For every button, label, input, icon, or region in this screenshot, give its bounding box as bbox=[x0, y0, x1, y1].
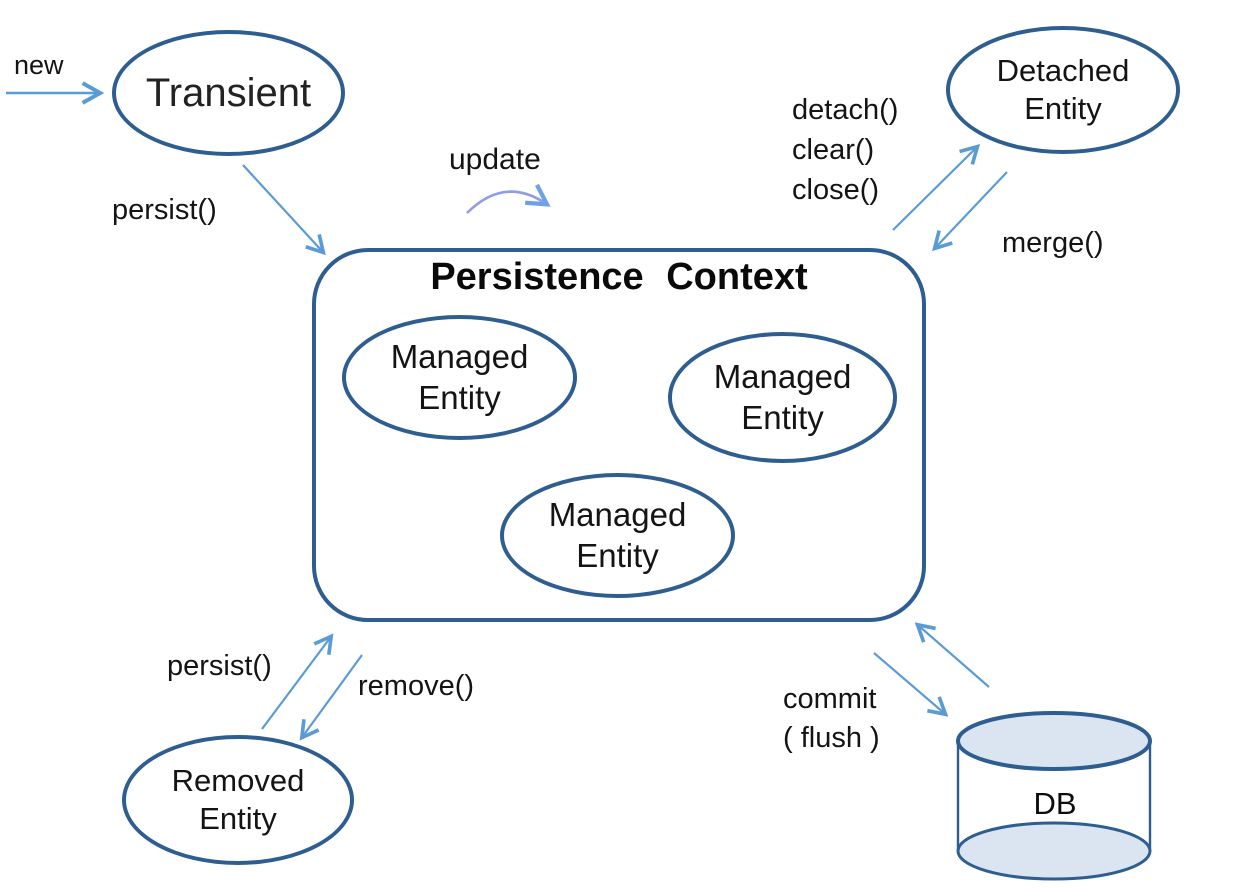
managed-entity-2: Managed Entity bbox=[668, 332, 897, 463]
detach-clear-close-label: detach() clear() close() bbox=[792, 94, 899, 206]
removed-entity-node: Removed Entity bbox=[122, 735, 354, 865]
persistence-context-box bbox=[312, 248, 926, 622]
managed-1-line1: Managed bbox=[390, 338, 529, 376]
persist-label-top: persist() bbox=[112, 194, 217, 226]
db-label: DB bbox=[1033, 786, 1077, 821]
remove-arrow bbox=[299, 654, 363, 741]
managed-entity-3: Managed Entity bbox=[500, 473, 735, 598]
detach-arrow bbox=[892, 143, 981, 231]
persist-label-bottom: persist() bbox=[167, 650, 272, 682]
managed-entity-1: Managed Entity bbox=[342, 315, 577, 440]
managed-1-line2: Entity bbox=[418, 378, 501, 416]
new-label: new bbox=[14, 50, 64, 80]
update-label: update bbox=[449, 143, 541, 176]
persist-arrow-bottom bbox=[261, 633, 334, 730]
commit-flush-label: commit ( flush ) bbox=[783, 683, 880, 754]
managed-3-line2: Entity bbox=[576, 536, 659, 574]
removed-label-line1: Removed bbox=[171, 763, 305, 799]
commit-arrow-down bbox=[873, 652, 949, 717]
removed-label-line2: Entity bbox=[199, 801, 277, 836]
transient-label: Transient bbox=[145, 70, 312, 115]
remove-label: remove() bbox=[358, 670, 475, 702]
merge-arrow bbox=[932, 171, 1008, 252]
detached-label-line2: Entity bbox=[1024, 91, 1102, 126]
managed-3-line1: Managed bbox=[548, 496, 687, 534]
persist-arrow-top bbox=[242, 164, 326, 256]
transient-node: Transient bbox=[112, 30, 345, 156]
detached-label-line1: Detached bbox=[996, 53, 1130, 89]
commit-arrow-up bbox=[914, 622, 990, 688]
update-arrow bbox=[466, 183, 551, 214]
db-cylinder-icon bbox=[956, 711, 1152, 881]
merge-label: merge() bbox=[1002, 227, 1104, 259]
persistence-context-title: Persistence Context bbox=[430, 256, 808, 298]
detached-entity-node: Detached Entity bbox=[946, 26, 1180, 154]
managed-2-line2: Entity bbox=[741, 398, 824, 436]
managed-2-line1: Managed bbox=[713, 358, 852, 396]
db-cylinder bbox=[955, 706, 1155, 886]
